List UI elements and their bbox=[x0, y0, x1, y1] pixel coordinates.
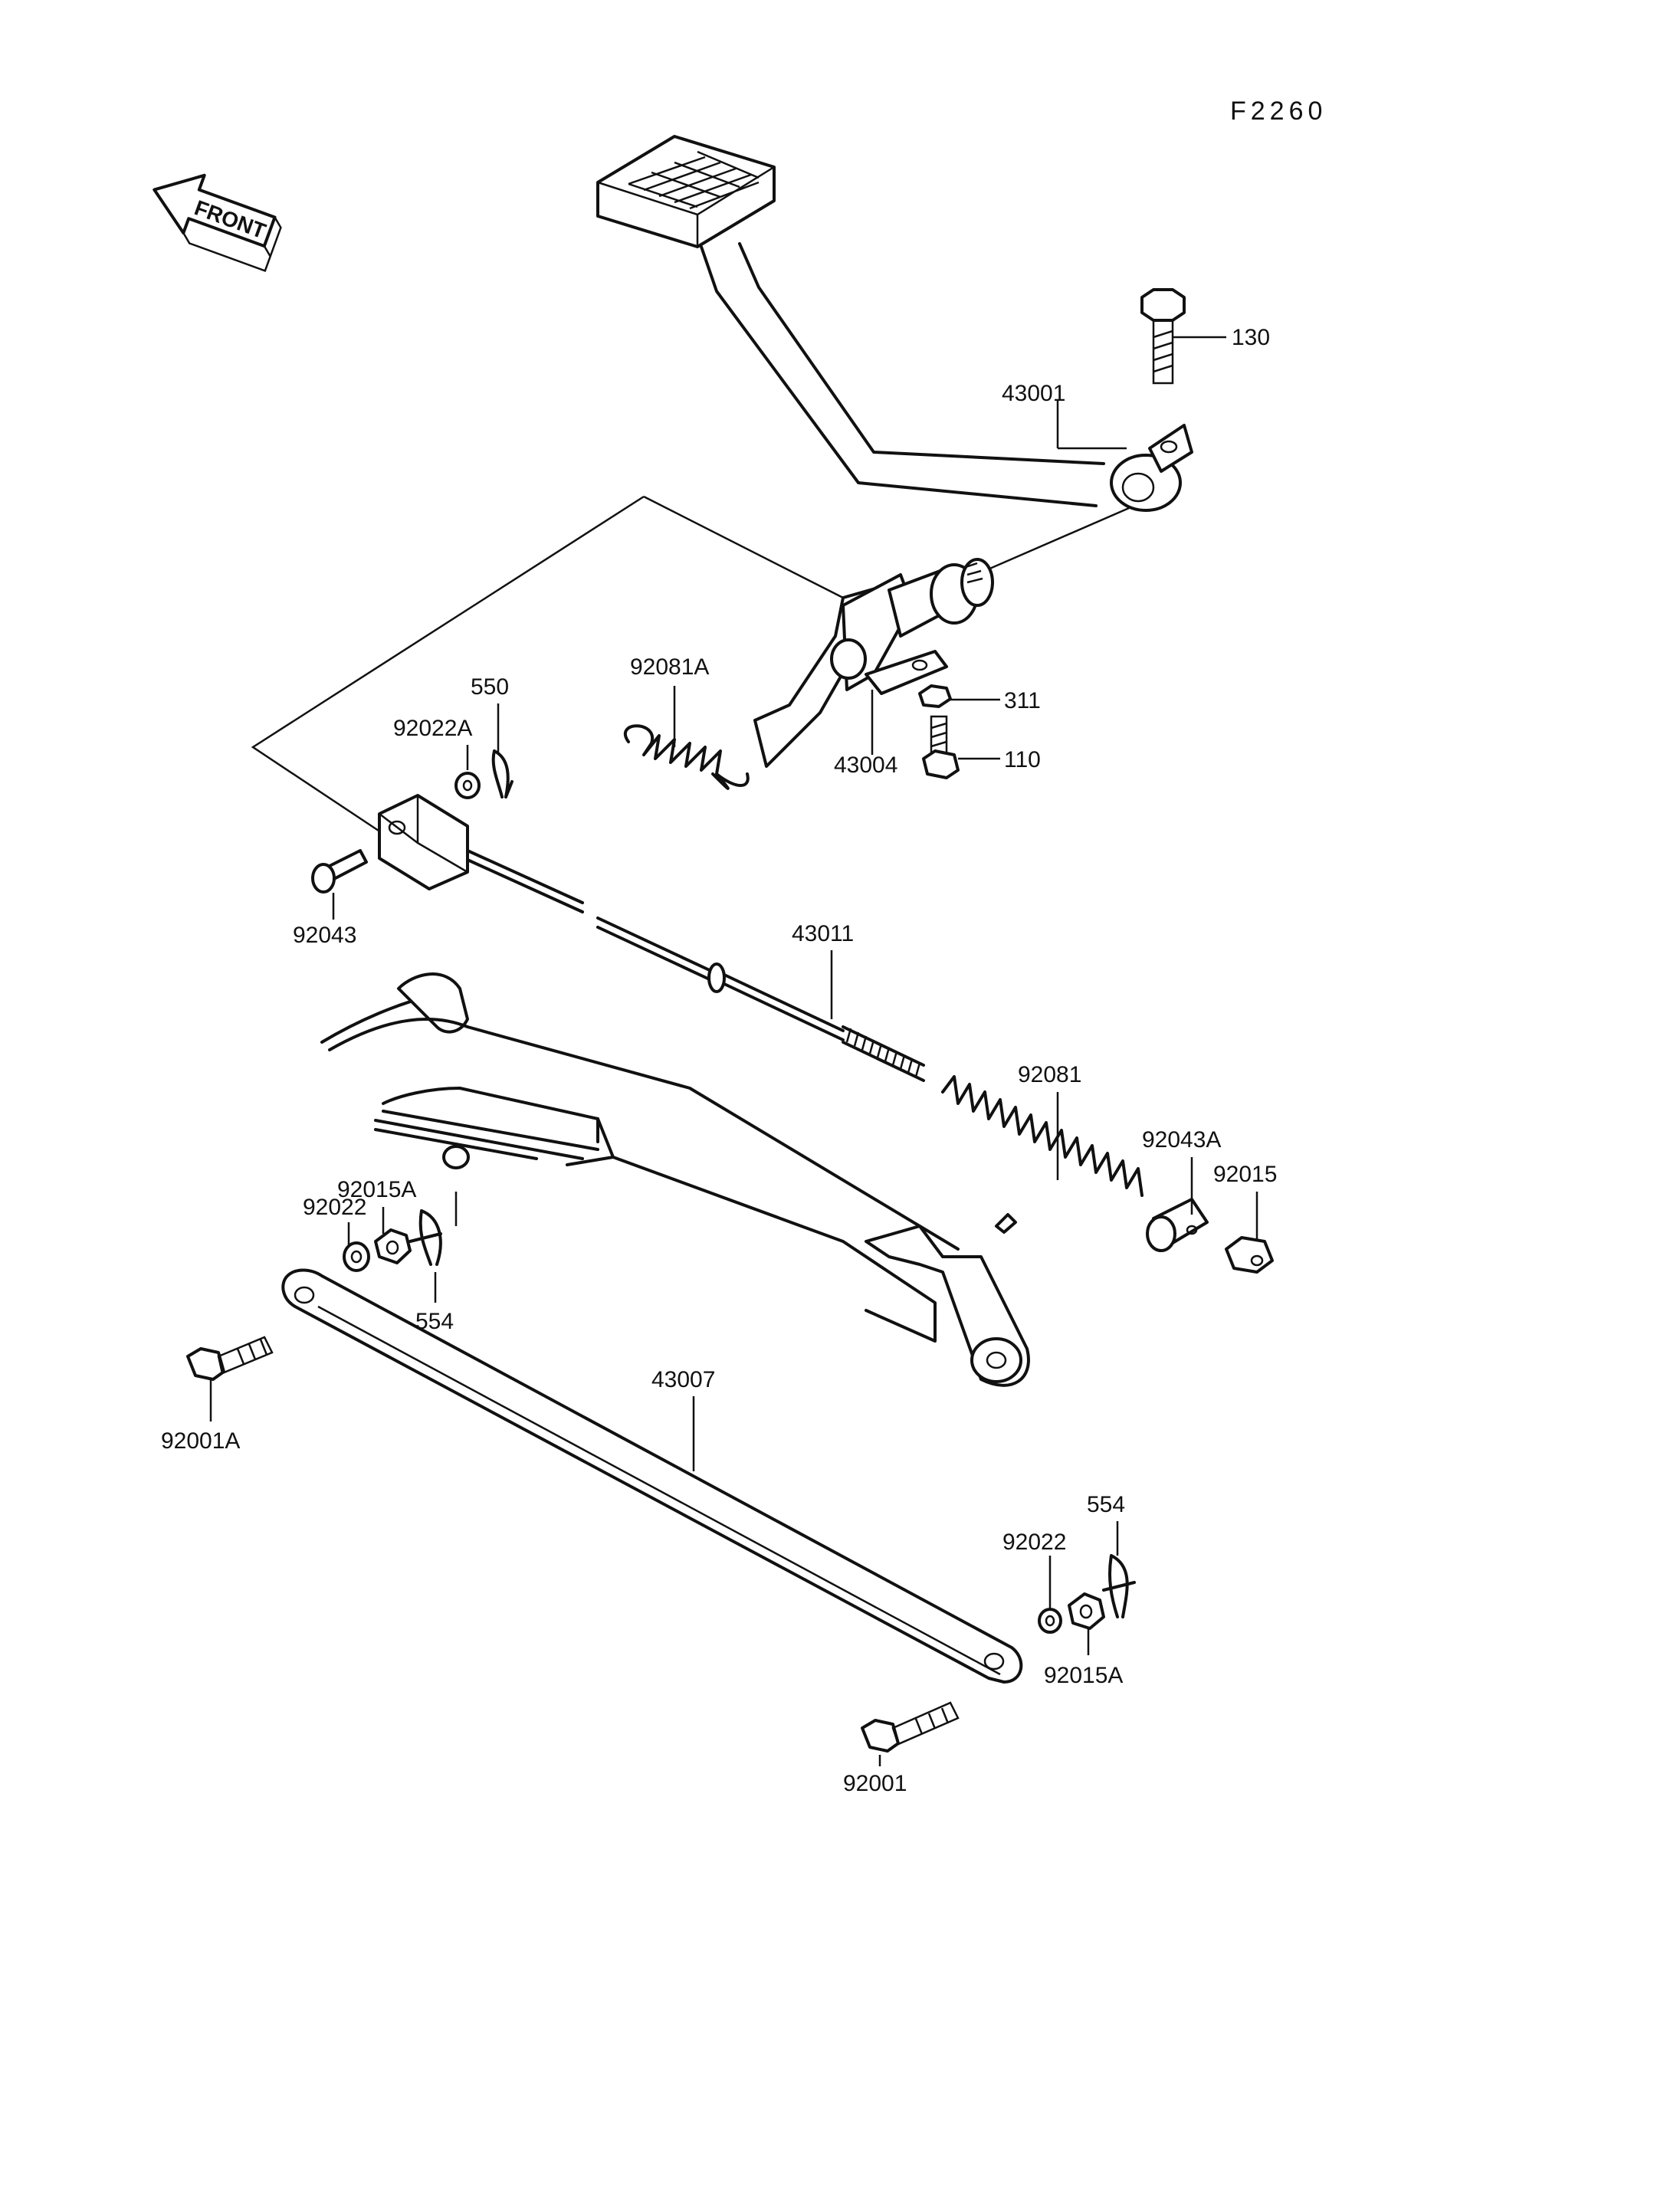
label-43001: 43001 bbox=[1002, 381, 1065, 406]
bolt-130 bbox=[1140, 288, 1186, 385]
bolt-92001A bbox=[186, 1336, 274, 1381]
washer-92022-lower bbox=[1038, 1608, 1062, 1634]
adjuster-nut-92015 bbox=[1225, 1236, 1274, 1274]
label-550: 550 bbox=[471, 674, 509, 700]
spring-92081A bbox=[623, 724, 750, 790]
label-110: 110 bbox=[1004, 747, 1041, 772]
cotter-pin-550 bbox=[491, 749, 514, 798]
bolt-92001 bbox=[861, 1701, 960, 1753]
label-92001A: 92001A bbox=[161, 1428, 240, 1454]
label-43004: 43004 bbox=[834, 753, 897, 778]
label-92022A: 92022A bbox=[393, 716, 472, 741]
label-92081: 92081 bbox=[1018, 1062, 1081, 1087]
cotter-pin-554-lower bbox=[1102, 1554, 1136, 1618]
washer-92022A bbox=[454, 772, 481, 799]
label-92043A: 92043A bbox=[1142, 1127, 1221, 1153]
label-92043: 92043 bbox=[293, 923, 356, 948]
assembly-guide-lines bbox=[251, 495, 645, 835]
nut-92015A-lower bbox=[1068, 1592, 1105, 1630]
label-92015: 92015 bbox=[1213, 1162, 1277, 1187]
label-92022-upper: 92022 bbox=[303, 1195, 366, 1220]
adjuster-joint-92043A bbox=[1146, 1198, 1209, 1252]
figure-code: F2260 bbox=[1230, 97, 1327, 126]
label-554-upper: 554 bbox=[415, 1309, 454, 1334]
front-arrow-icon: FRONT bbox=[153, 173, 282, 273]
brake-pedal bbox=[596, 135, 1193, 512]
label-92001: 92001 bbox=[843, 1771, 907, 1796]
cotter-pin-554-upper bbox=[409, 1209, 442, 1266]
pedal-shaft-43004 bbox=[753, 558, 994, 768]
clevis-pin-92043 bbox=[311, 849, 368, 894]
leader-lines bbox=[209, 336, 1258, 1766]
label-92022-lower: 92022 bbox=[1002, 1530, 1066, 1555]
torque-link-43007 bbox=[281, 1268, 1023, 1684]
label-92015A-lower: 92015A bbox=[1044, 1663, 1123, 1688]
label-92015A-upper: 92015A bbox=[337, 1177, 416, 1202]
label-92081A: 92081A bbox=[630, 654, 709, 680]
brake-rod-43011 bbox=[378, 794, 925, 1082]
frame-outline bbox=[320, 972, 1030, 1387]
label-311: 311 bbox=[1004, 688, 1041, 713]
label-130: 130 bbox=[1232, 325, 1270, 350]
label-43007: 43007 bbox=[651, 1367, 715, 1392]
nut-311 bbox=[918, 684, 952, 708]
label-554-lower: 554 bbox=[1087, 1492, 1125, 1517]
washer-92022-upper bbox=[343, 1241, 370, 1272]
label-43011: 43011 bbox=[792, 921, 854, 946]
spring-92081 bbox=[941, 1075, 1144, 1197]
bolt-110 bbox=[922, 715, 960, 779]
nut-92015A-upper bbox=[374, 1228, 412, 1264]
